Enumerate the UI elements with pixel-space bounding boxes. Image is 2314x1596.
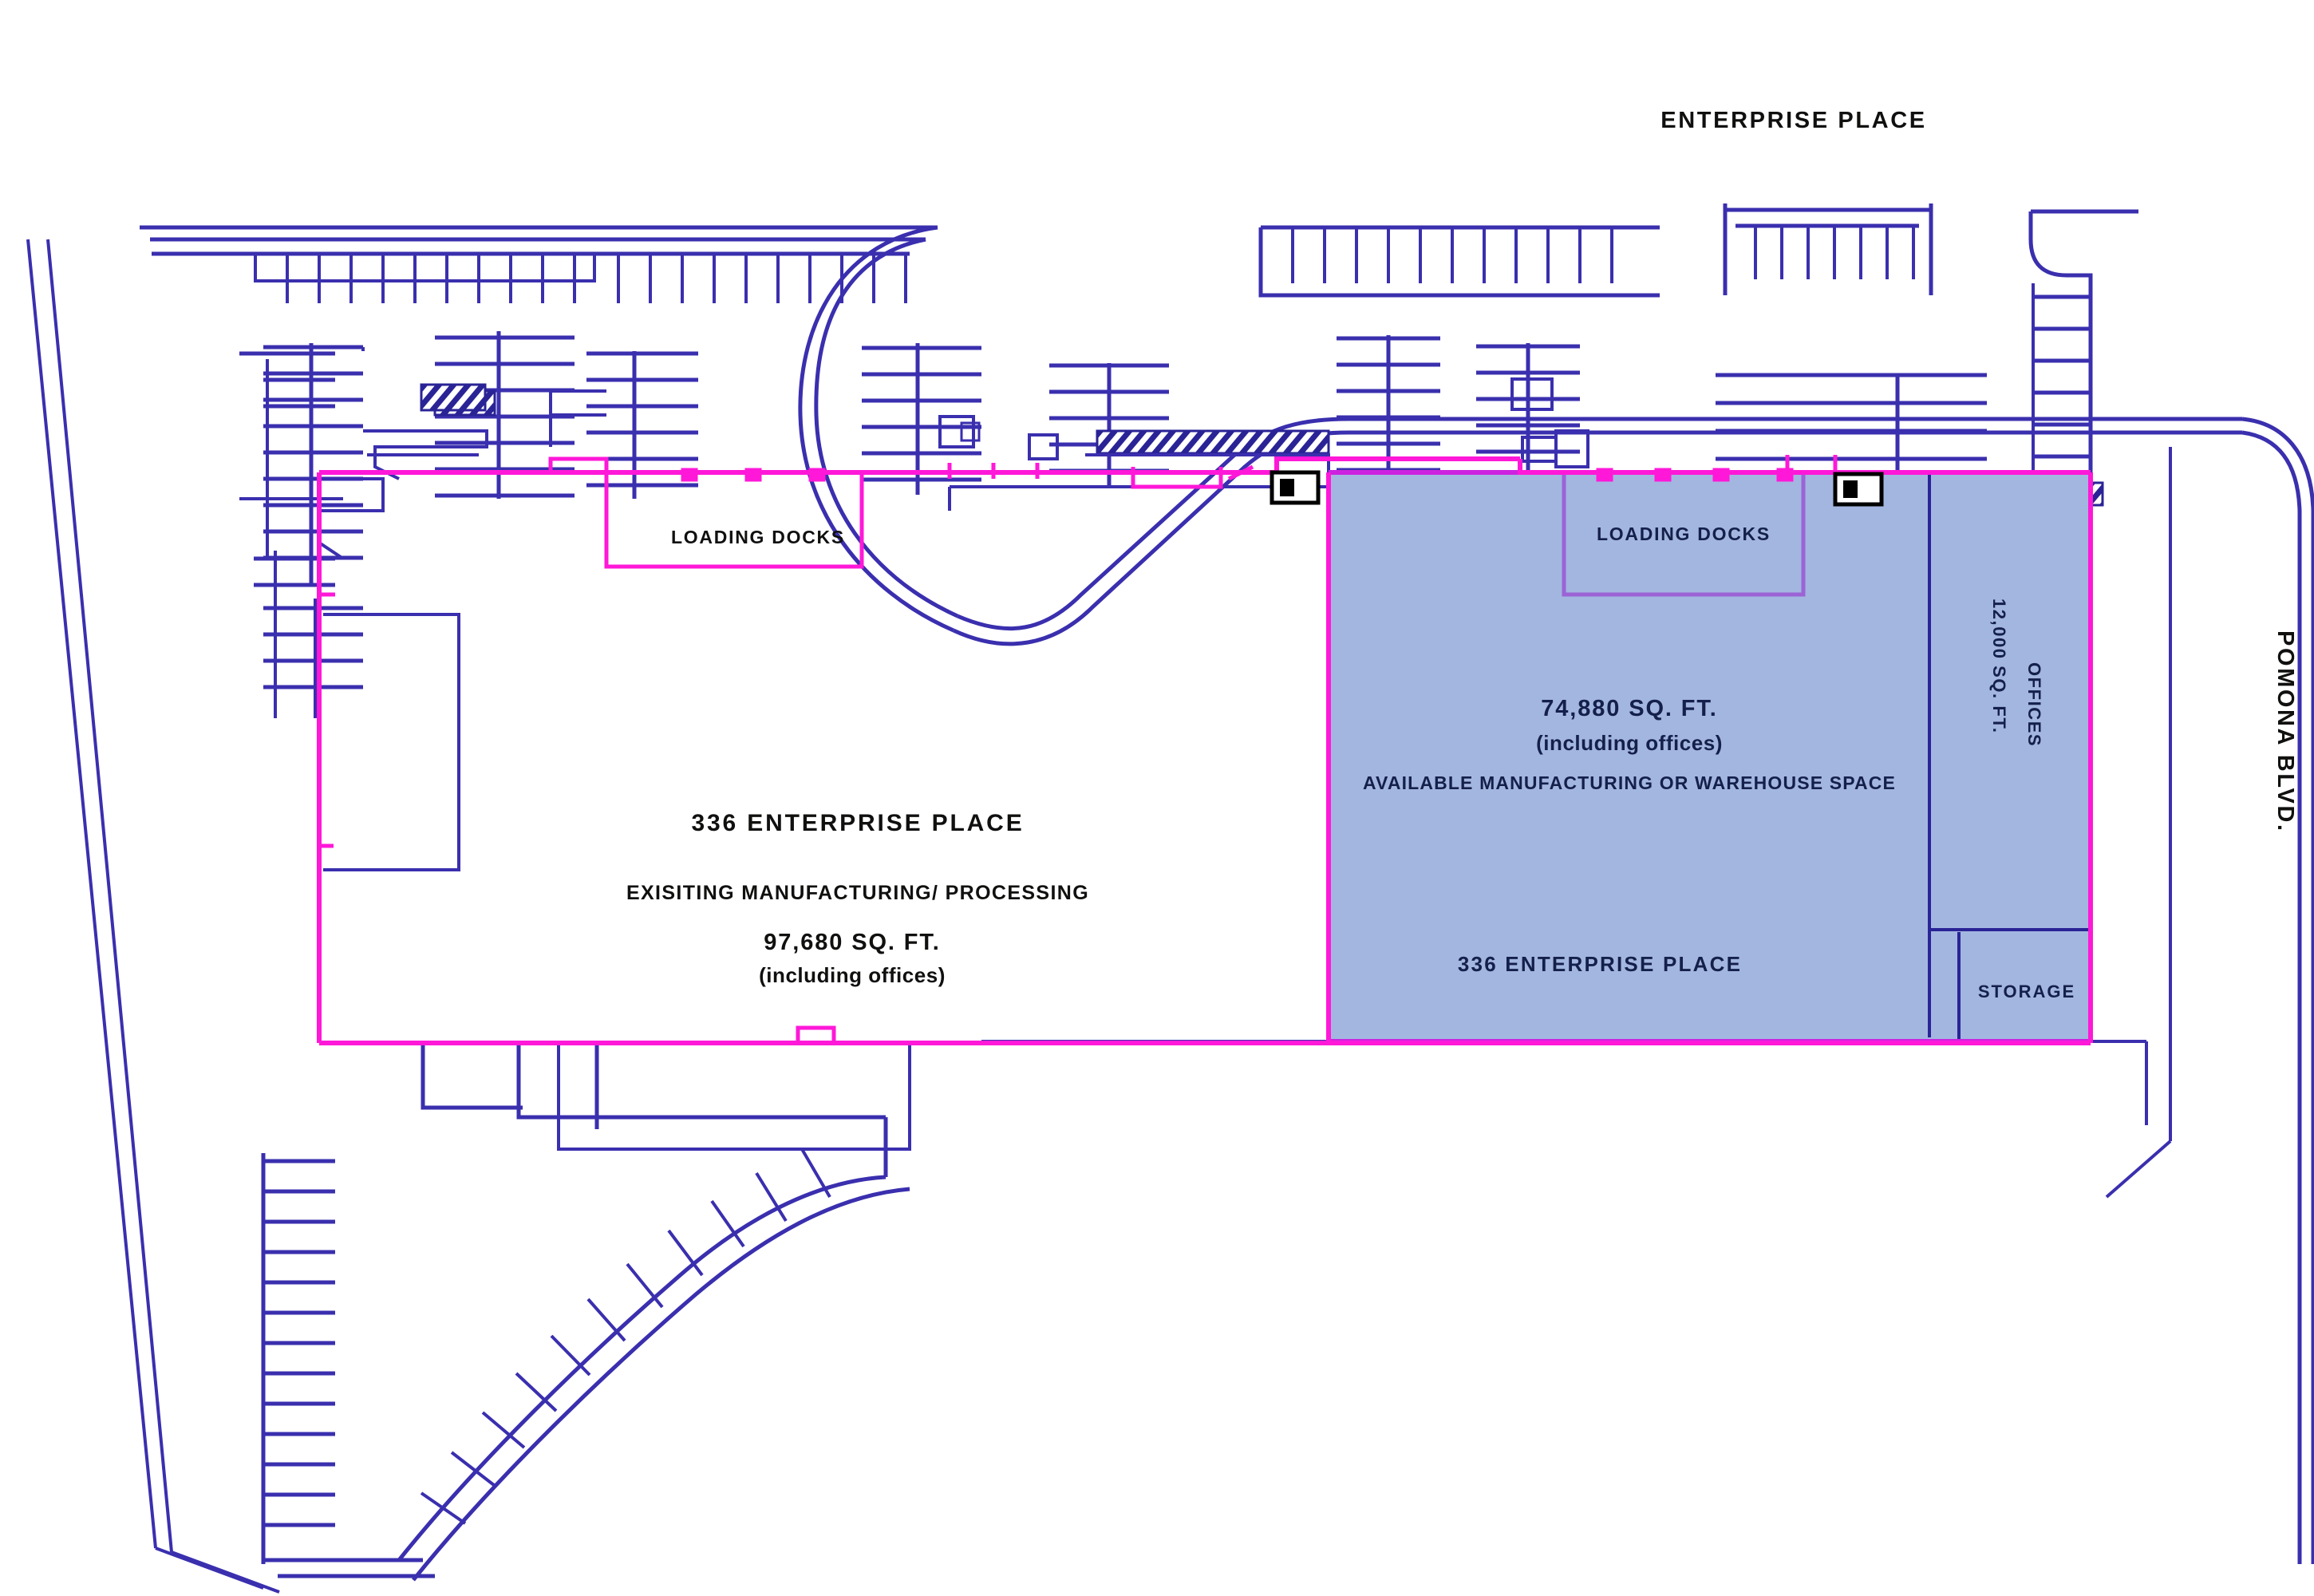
- door-callout-boxes: [1270, 470, 1884, 507]
- building-outline-layer: [317, 455, 2093, 1045]
- loading-dock-markers: [681, 468, 1794, 482]
- available-space-region: [1326, 470, 2093, 1044]
